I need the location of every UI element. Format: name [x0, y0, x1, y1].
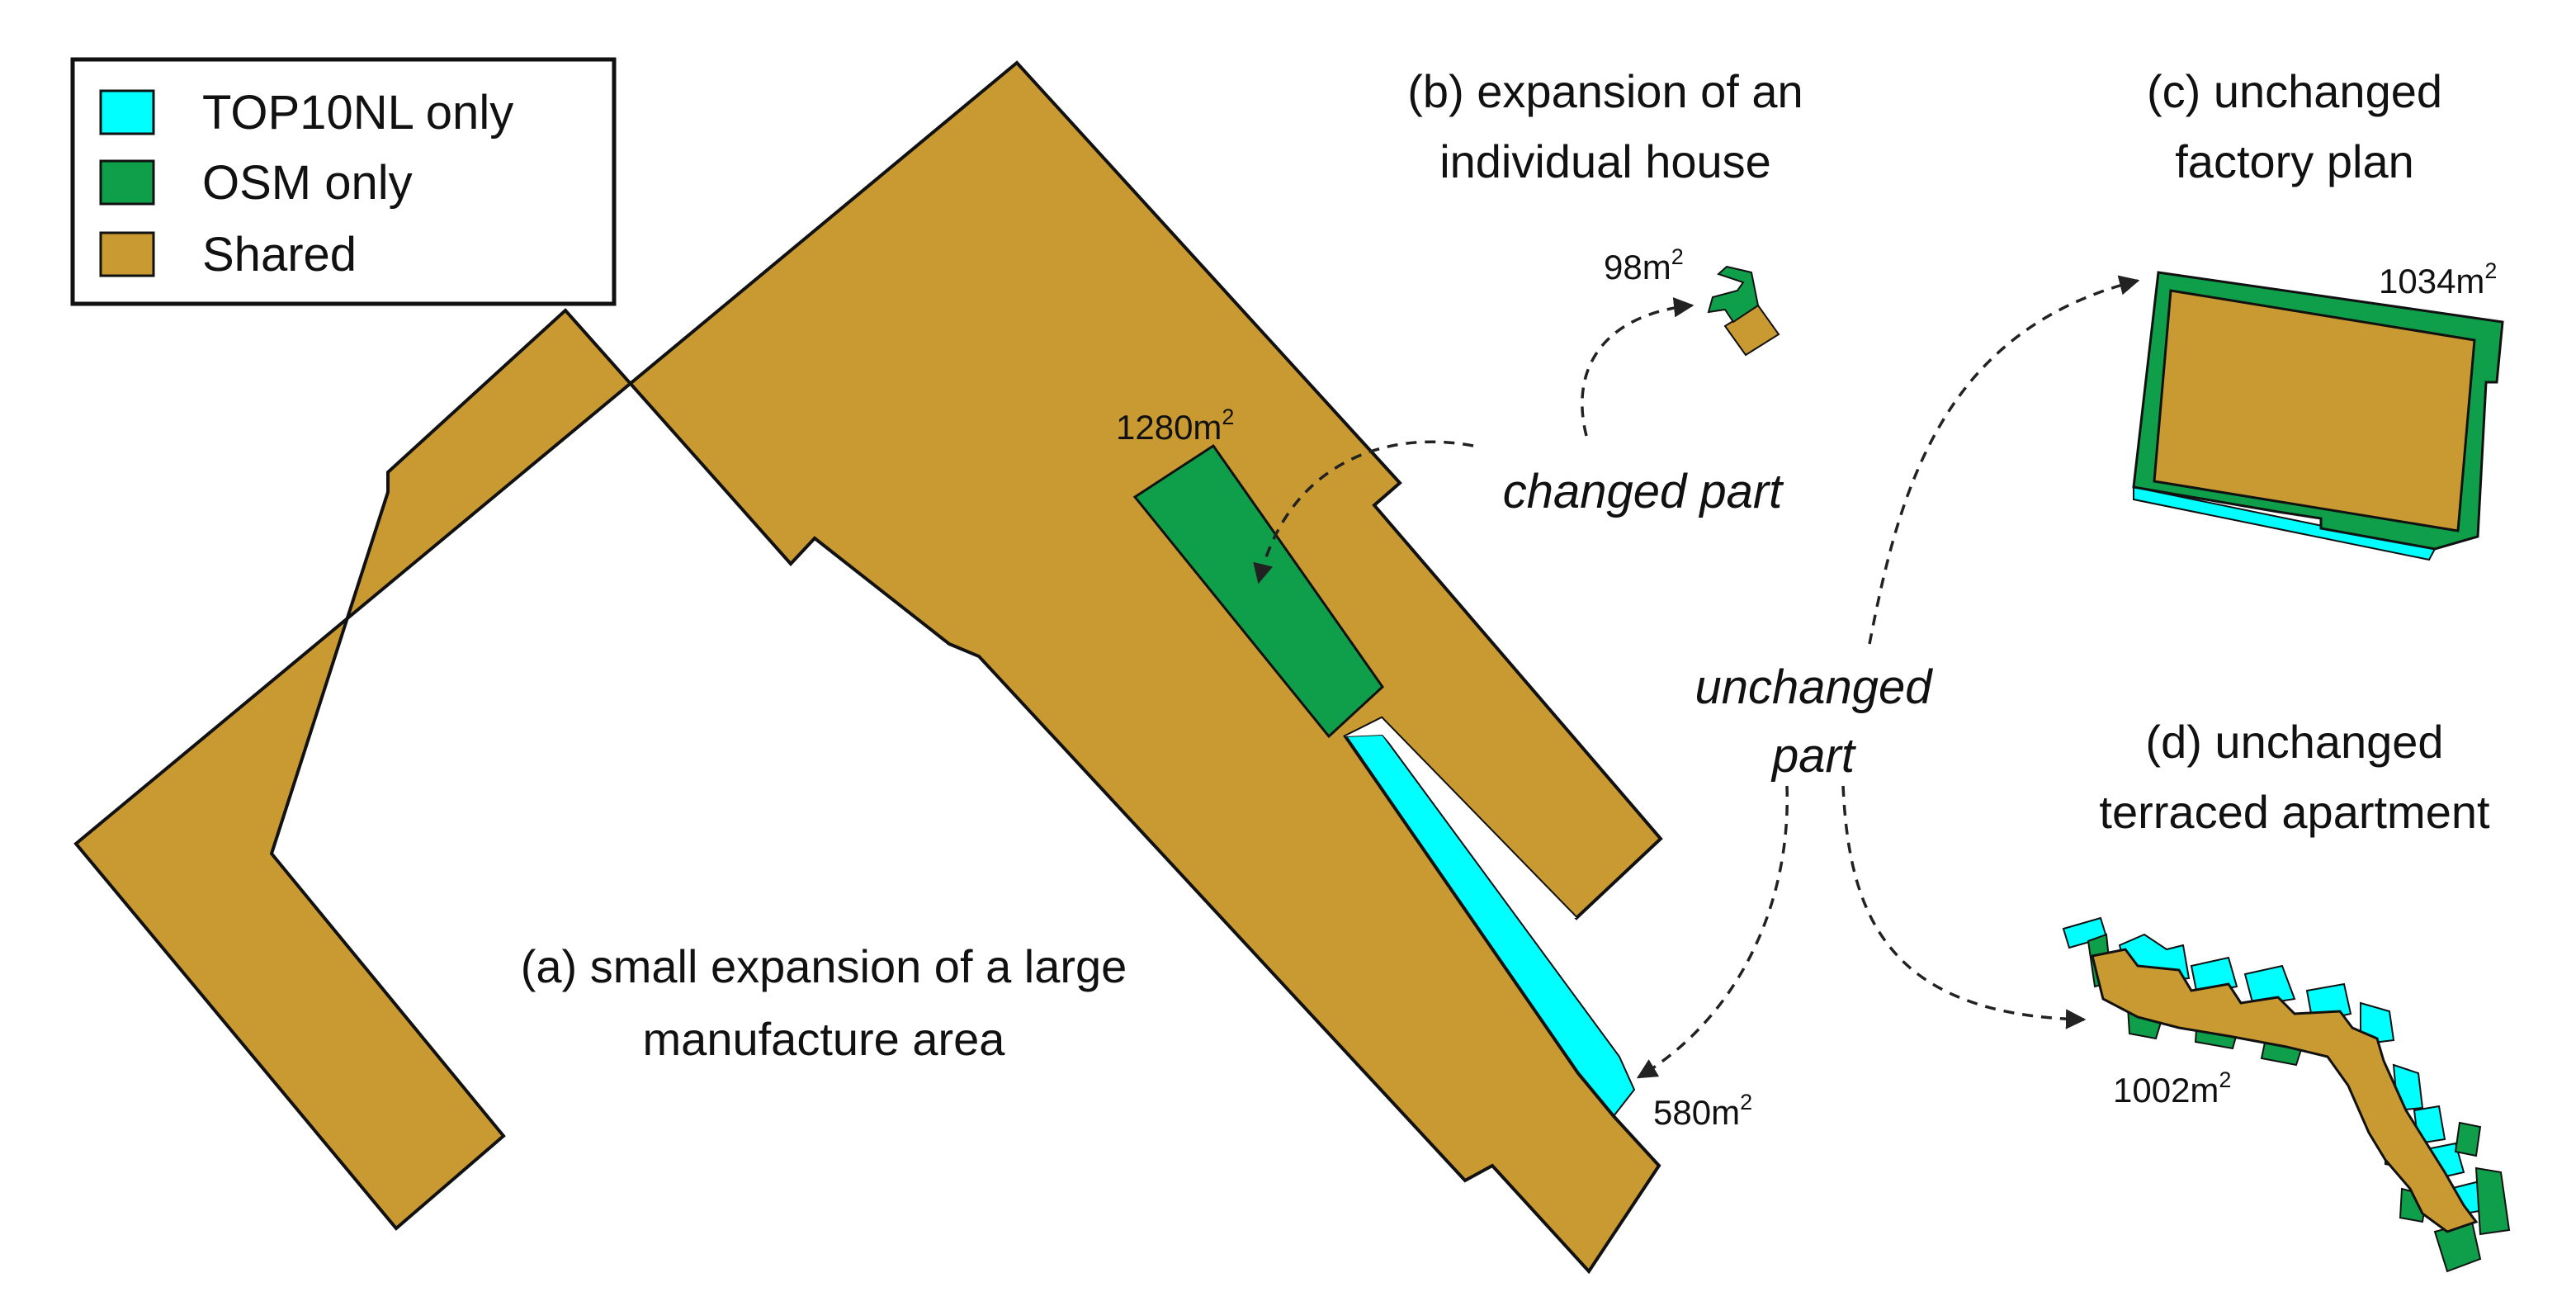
panel-a-line2: manufacture area — [643, 1013, 1006, 1065]
panel-a-line1: (a) small expansion of a large — [521, 940, 1127, 992]
building-d — [2062, 916, 2511, 1273]
legend-swatch-shared — [99, 231, 155, 277]
building-b — [1707, 265, 1780, 357]
arrow-to-a-top10nl — [1636, 785, 1789, 1079]
building-a-osm-only — [1132, 443, 1384, 739]
panel-b-line2: individual house — [1439, 135, 1771, 187]
arrow-to-c — [1868, 275, 2140, 645]
arrow-to-b — [1581, 297, 1694, 437]
area-b: 98m2 — [1604, 244, 1684, 286]
area-d: 1002m2 — [2113, 1067, 2231, 1110]
building-c-shared — [2153, 289, 2476, 532]
area-a-top10nl: 580m2 — [1653, 1090, 1752, 1132]
panel-d-line1: (d) unchanged — [2145, 716, 2443, 768]
legend-label-shared: Shared — [202, 228, 357, 282]
changed-part-label: changed part — [1503, 465, 1784, 518]
building-a-shared — [73, 60, 1663, 1275]
legend-item-shared: Shared — [99, 228, 357, 282]
building-c — [2132, 271, 2504, 561]
legend-item-top10nl: TOP10NL only — [99, 86, 513, 140]
arrows — [1253, 275, 2140, 1079]
panel-labels: (a) small expansion of a large manufactu… — [521, 65, 2490, 1065]
area-labels: 1280m2 580m2 98m2 1034m2 1002m2 — [1116, 244, 2497, 1132]
arrow-to-a-osm — [1253, 440, 1474, 584]
unchanged-part-label-line1: unchanged — [1694, 660, 1933, 714]
legend-swatch-top10nl — [99, 89, 155, 135]
unchanged-part-label-line2: part — [1770, 729, 1857, 783]
legend-swatch-osm — [99, 159, 155, 206]
legend-label-osm: OSM only — [202, 156, 413, 210]
annotations: changed part unchanged part — [1503, 465, 1934, 783]
legend-box — [70, 57, 617, 306]
legend-label-top10nl: TOP10NL only — [202, 86, 513, 140]
building-a — [73, 60, 1663, 1275]
panel-b-line1: (b) expansion of an — [1407, 65, 1803, 117]
area-a-osm: 1280m2 — [1116, 405, 1234, 447]
area-c: 1034m2 — [2379, 258, 2497, 300]
building-a-gap — [1345, 718, 1576, 918]
legend: TOP10NL only OSM only Shared — [70, 57, 617, 306]
legend-item-osm: OSM only — [99, 156, 413, 210]
panel-c-line1: (c) unchanged — [2147, 65, 2442, 117]
arrow-to-d — [1841, 785, 2087, 1029]
building-d-shared — [2091, 948, 2479, 1233]
panel-c-line2: factory plan — [2175, 135, 2414, 187]
building-b-osm-only — [1707, 265, 1760, 324]
panel-d-line2: terraced apartment — [2099, 786, 2490, 838]
